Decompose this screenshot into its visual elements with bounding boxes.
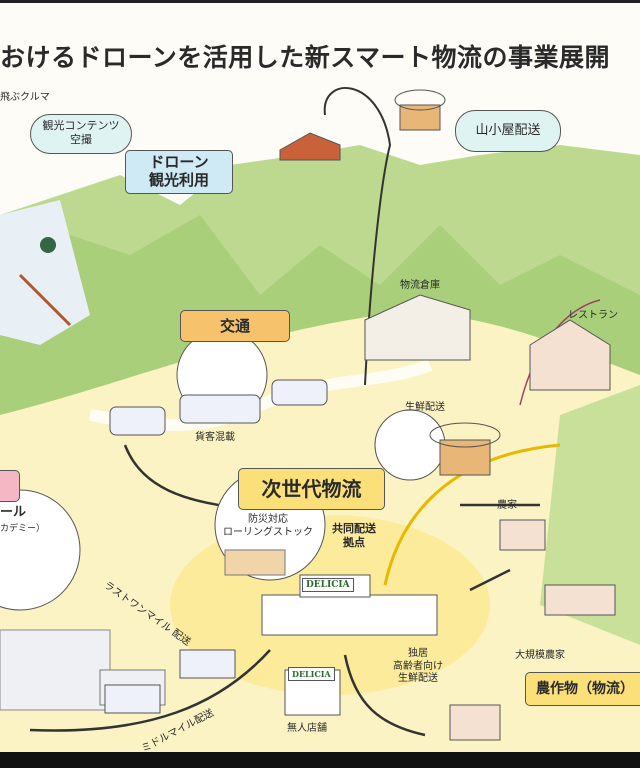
snow-slope — [0, 200, 90, 345]
delicia-sign: DELICIA — [302, 578, 354, 592]
elderly-arrow — [343, 654, 426, 737]
circle-fresh — [374, 409, 446, 481]
farm-house — [499, 519, 616, 616]
farmer-arrow — [469, 568, 511, 592]
warehouse — [364, 294, 471, 361]
car — [109, 379, 328, 436]
box-line: 観光利用 — [148, 171, 209, 189]
elderly-house — [449, 704, 501, 741]
right-hill — [540, 385, 640, 645]
transport-box: 交通 — [180, 310, 290, 342]
drone-tourism-box: ドローン 観光利用 — [125, 150, 233, 194]
restaurant-building — [529, 319, 611, 391]
top-border — [0, 0, 640, 3]
page-title: おけるドローンを活用した新スマート物流の事業展開 — [0, 43, 611, 72]
label-line: 拠点 — [343, 535, 365, 549]
label-line: 共同配送 — [332, 522, 376, 535]
label-line: 独居 — [408, 648, 428, 659]
mixed-cargo-label: 貨客混載 — [195, 432, 235, 443]
tourism-aerial-bubble: 観光コンテンツ 空撮 — [30, 114, 132, 154]
restaurant-label: レストラン — [568, 310, 618, 321]
label-line: 生鮮配送 — [398, 673, 438, 684]
drone-hut — [394, 89, 446, 131]
next-gen-logistics-box: 次世代物流 — [238, 468, 385, 510]
farmer-label: 農家 — [497, 500, 517, 511]
label-line: ローリングストック — [223, 526, 313, 538]
joint-delivery-label: 共同配送 拠点 — [332, 522, 376, 550]
warehouse-label: 物流倉庫 — [400, 280, 440, 291]
bus — [179, 394, 261, 424]
bubble-line: 観光コンテンツ — [42, 119, 120, 132]
skier — [18, 237, 72, 327]
large-farm-label: 大規模農家 — [515, 650, 565, 661]
restaurant-arrow — [519, 299, 601, 406]
academy-box — [0, 470, 20, 502]
label-line: 高齢者向け — [393, 660, 443, 672]
fresh-delivery-label: 生鮮配送 — [405, 402, 445, 413]
circle-academy — [0, 489, 81, 611]
disaster-label: 防災対応 ローリングストック — [218, 514, 318, 539]
box-line: ドローン — [149, 153, 209, 171]
bubble-line: 空撮 — [70, 133, 92, 147]
academy-sub-label: カデミー） — [0, 524, 46, 534]
hut-arrow — [323, 86, 392, 386]
bottom-bar — [0, 752, 640, 768]
middle-mile-arrow — [29, 649, 271, 732]
fresh-arrow — [383, 443, 561, 586]
illustration — [0, 85, 640, 752]
flying-car-label: 飛ぶクルマ — [0, 92, 50, 103]
mountain-hut-bubble: 山小屋配送 — [455, 110, 561, 152]
mountain-hut — [279, 132, 341, 161]
crops-box: 農作物（物流） — [525, 672, 640, 706]
unmanned-store-label: 無人店舗 — [287, 723, 327, 734]
delicia-sign-small: DELICIA — [288, 667, 335, 681]
drone-fresh — [429, 422, 501, 476]
elderly-label: 独居 高齢者向け 生鮮配送 — [388, 648, 448, 686]
truck — [104, 649, 236, 714]
academy-label: ール — [0, 505, 27, 520]
label-line: 防災対応 — [248, 514, 288, 525]
